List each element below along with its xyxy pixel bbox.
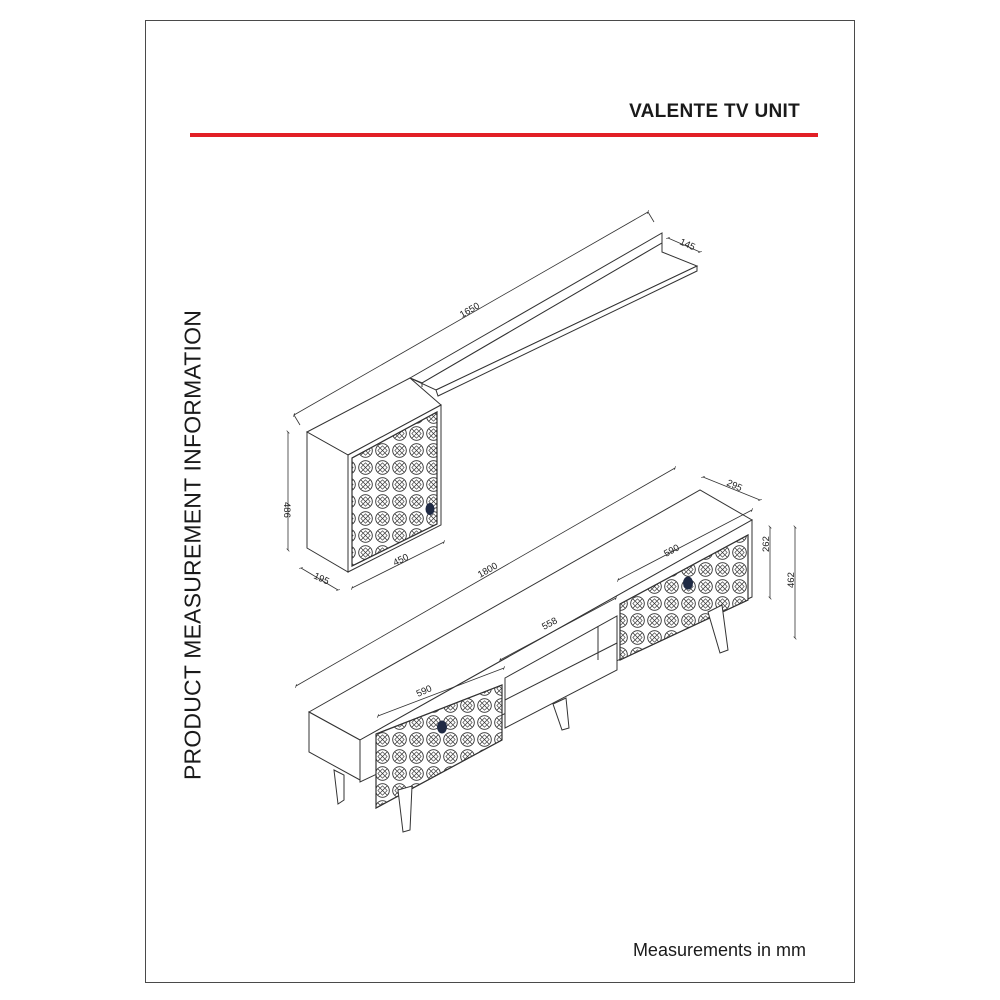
dim-total-height: 462 <box>786 572 797 588</box>
dim-unit-length: 1800 <box>476 561 500 581</box>
dim-cabinet-height: 486 <box>281 502 292 518</box>
dim-shelf-depth: 145 <box>678 237 697 253</box>
title-underline <box>190 133 818 137</box>
dim-shelf-length: 1650 <box>458 301 482 321</box>
measurement-unit-note: Measurements in mm <box>632 940 806 960</box>
dim-body-height: 262 <box>761 536 772 552</box>
dimension-lines <box>286 210 797 718</box>
dim-unit-depth: 295 <box>725 478 744 494</box>
product-title: VALENTE TV UNIT <box>629 101 800 122</box>
dim-cabinet-width: 450 <box>391 552 410 569</box>
dim-cabinet-depth: 195 <box>312 571 331 588</box>
wall-shelf <box>408 232 699 397</box>
wall-cabinet <box>305 377 442 573</box>
cabinet-door-knob <box>425 503 435 515</box>
